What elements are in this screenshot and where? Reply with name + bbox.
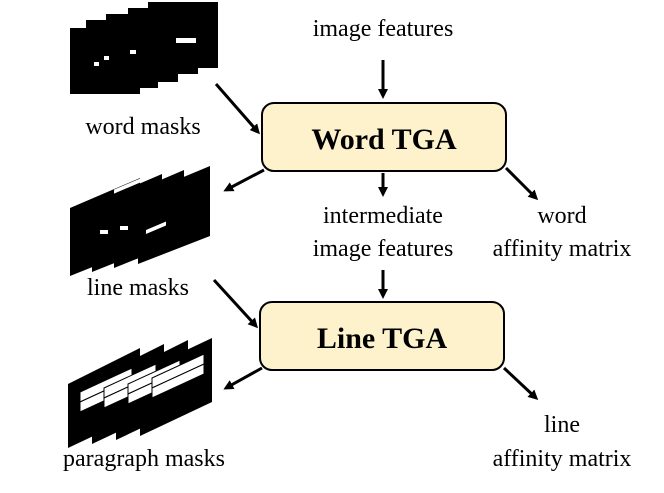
word-mask-mark (130, 50, 136, 54)
line-mask-mark (100, 230, 108, 234)
line-tga-to-line-affinity-arrow (502, 366, 539, 401)
word-tga-rect (261, 102, 507, 172)
line-masks-label: line masks (87, 275, 189, 301)
word-affinity-label-line1: word (537, 203, 586, 229)
line-affinity-label-line1: line (544, 412, 580, 438)
line-masks-stack (70, 166, 210, 276)
word-tga-to-line-masks-arrow (223, 168, 265, 192)
word-tga-to-word-affinity-arrow (504, 166, 539, 201)
word-mask-sheet (70, 28, 140, 94)
line-mask-mark (114, 176, 146, 194)
image-features-label: image features (313, 16, 454, 42)
line-affinity-label-line2: affinity matrix (493, 446, 632, 472)
word-tga-title: Word TGA (311, 123, 457, 156)
word-affinity-label-line2: affinity matrix (493, 236, 632, 262)
word-mask-mark (104, 56, 109, 60)
paragraph-masks-stack (68, 338, 212, 448)
line-tga-title: Line TGA (317, 322, 448, 355)
line-mask-sheet (138, 166, 210, 264)
intermediate-label-line2: image features (313, 236, 454, 262)
line-tga-rect (259, 301, 505, 371)
line-tga-box: Line TGA (259, 301, 505, 371)
intermediate-label-line1: intermediate (323, 203, 443, 229)
word-tga-box: Word TGA (261, 102, 507, 172)
word-masks-label: word masks (85, 114, 200, 140)
word-masks-to-word-tga-arrow (214, 83, 260, 135)
line-mask-mark (146, 221, 166, 235)
paragraph-mask-blocks (79, 353, 205, 413)
word-mask-mark (94, 62, 99, 66)
line-tga-to-paragraph-masks-arrow (223, 366, 263, 390)
word-masks-stack (70, 2, 218, 94)
line-mask-mark (120, 226, 128, 230)
paragraph-masks-label: paragraph masks (63, 446, 225, 472)
word-mask-mark (176, 38, 196, 43)
line-masks-to-line-tga-arrow (212, 278, 259, 329)
